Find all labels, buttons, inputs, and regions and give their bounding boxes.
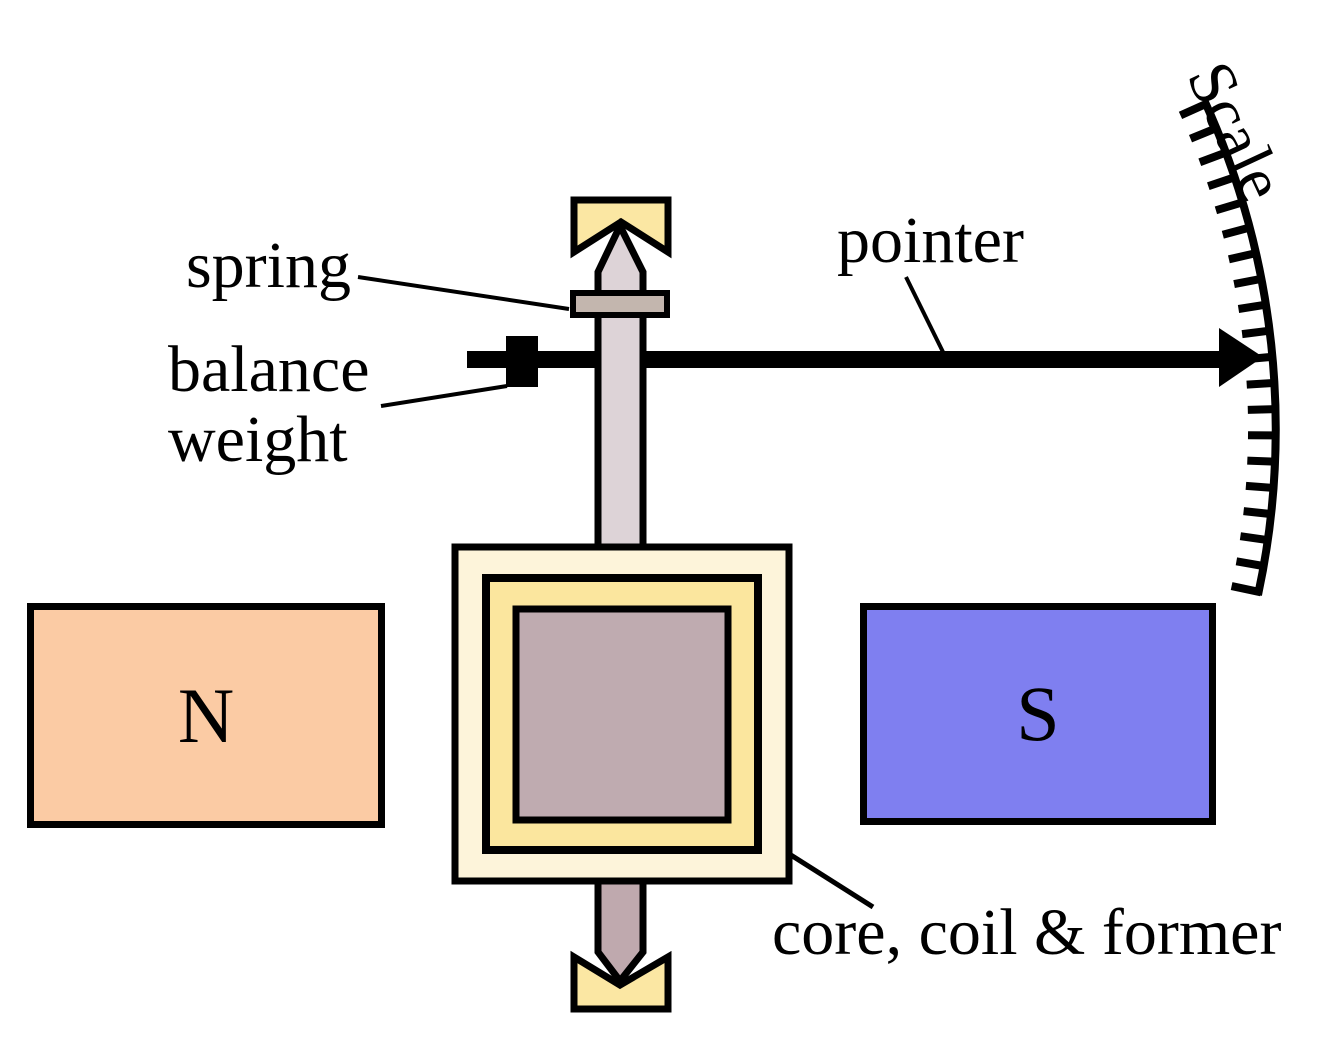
scale-tick <box>1247 456 1278 466</box>
magnet-south: S <box>860 603 1216 825</box>
scale-tick <box>1207 172 1238 190</box>
scale-tick <box>1247 405 1278 414</box>
pointer-bar <box>467 351 1225 368</box>
balance-weight-block <box>506 336 538 387</box>
scale-tick <box>1198 148 1230 167</box>
scale-tick <box>1239 532 1271 545</box>
scale-tick <box>1235 557 1267 571</box>
scale-tick <box>1221 223 1253 239</box>
lower-spindle-arrow <box>594 876 647 987</box>
balance-weight-label: balance weight <box>168 333 370 476</box>
scale-tick <box>1178 99 1210 120</box>
scale-tick <box>1241 326 1273 339</box>
scale-ticks <box>1178 99 1279 597</box>
scale-tick <box>1230 582 1262 597</box>
scale-tick <box>1228 248 1259 264</box>
scale-tick <box>1233 274 1265 289</box>
scale-tick <box>1237 300 1269 313</box>
core-block <box>512 605 732 824</box>
upper-spindle-arrow <box>594 218 647 556</box>
spring-label: spring <box>186 229 351 302</box>
scale-tick <box>1243 507 1274 519</box>
pointer-leader-line <box>904 276 945 353</box>
spring-leader-line <box>357 275 570 311</box>
magnet-north: N <box>27 603 385 828</box>
spring-bar <box>570 290 670 318</box>
magnet-north-label: N <box>177 671 235 759</box>
balance-weight-leader-line <box>380 384 508 408</box>
bottom-bearing-block <box>570 950 672 1013</box>
scale-tick <box>1188 123 1220 143</box>
magnet-south-label: S <box>1016 670 1060 757</box>
top-bearing-block <box>570 196 672 259</box>
scale-arc <box>1201 100 1280 596</box>
scale-tick <box>1245 481 1277 493</box>
scale-tick <box>1246 378 1277 389</box>
scale-tick <box>1214 197 1246 215</box>
pointer-arrowhead-icon <box>1219 328 1263 387</box>
scale-tick <box>1244 352 1276 364</box>
pointer-label: pointer <box>837 204 1024 277</box>
core-coil-former-label: core, coil & former <box>772 896 1282 969</box>
